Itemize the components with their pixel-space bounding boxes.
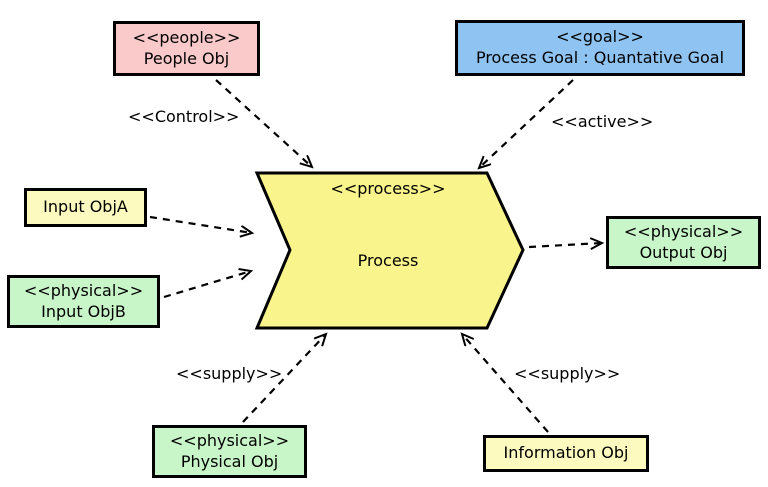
edge-control-people-to-process [215, 79, 312, 167]
node-stereotype: <<people>> [132, 27, 241, 47]
node-label: Physical Obj [180, 451, 279, 471]
node-output-obj: <<physical>> Output Obj [606, 216, 761, 269]
node-label: People Obj [143, 48, 230, 68]
edge-supply-information-to-process [462, 334, 549, 433]
node-stereotype: <<physical>> [23, 280, 144, 300]
process-shape [254, 171, 525, 330]
edge-process-to-output [528, 243, 602, 247]
node-input-obj-a: Input ObjA [24, 188, 147, 227]
process-name: Process [357, 251, 419, 270]
node-input-obj-b: <<physical>> Input ObjB [7, 275, 160, 328]
edge-active-goal-to-process [479, 79, 574, 168]
node-people-obj: <<people>> People Obj [113, 21, 260, 76]
edge-label-supply-right: <<supply>> [514, 364, 621, 383]
edge-label-active: <<active>> [551, 112, 654, 131]
node-label: Information Obj [503, 443, 629, 463]
node-label: Input ObjB [41, 301, 126, 321]
node-label: Input ObjA [43, 197, 128, 217]
edge-label-supply-left: <<supply>> [176, 364, 283, 383]
process-stereotype: <<process>> [330, 179, 446, 198]
node-stereotype: <<physical>> [623, 221, 744, 241]
node-information-obj: Information Obj [483, 435, 649, 472]
node-stereotype: <<physical>> [169, 430, 290, 450]
edge-inputB-to-process [163, 271, 251, 299]
edge-label-control: <<Control>> [128, 107, 240, 126]
node-physical-obj: <<physical>> Physical Obj [152, 425, 307, 478]
edge-inputA-to-process [149, 215, 252, 233]
node-goal-obj: <<goal>> Process Goal : Quantative Goal [455, 20, 745, 76]
node-stereotype: <<goal>> [556, 27, 644, 47]
node-label: Output Obj [639, 242, 728, 262]
node-label: Process Goal : Quantative Goal [475, 48, 725, 67]
